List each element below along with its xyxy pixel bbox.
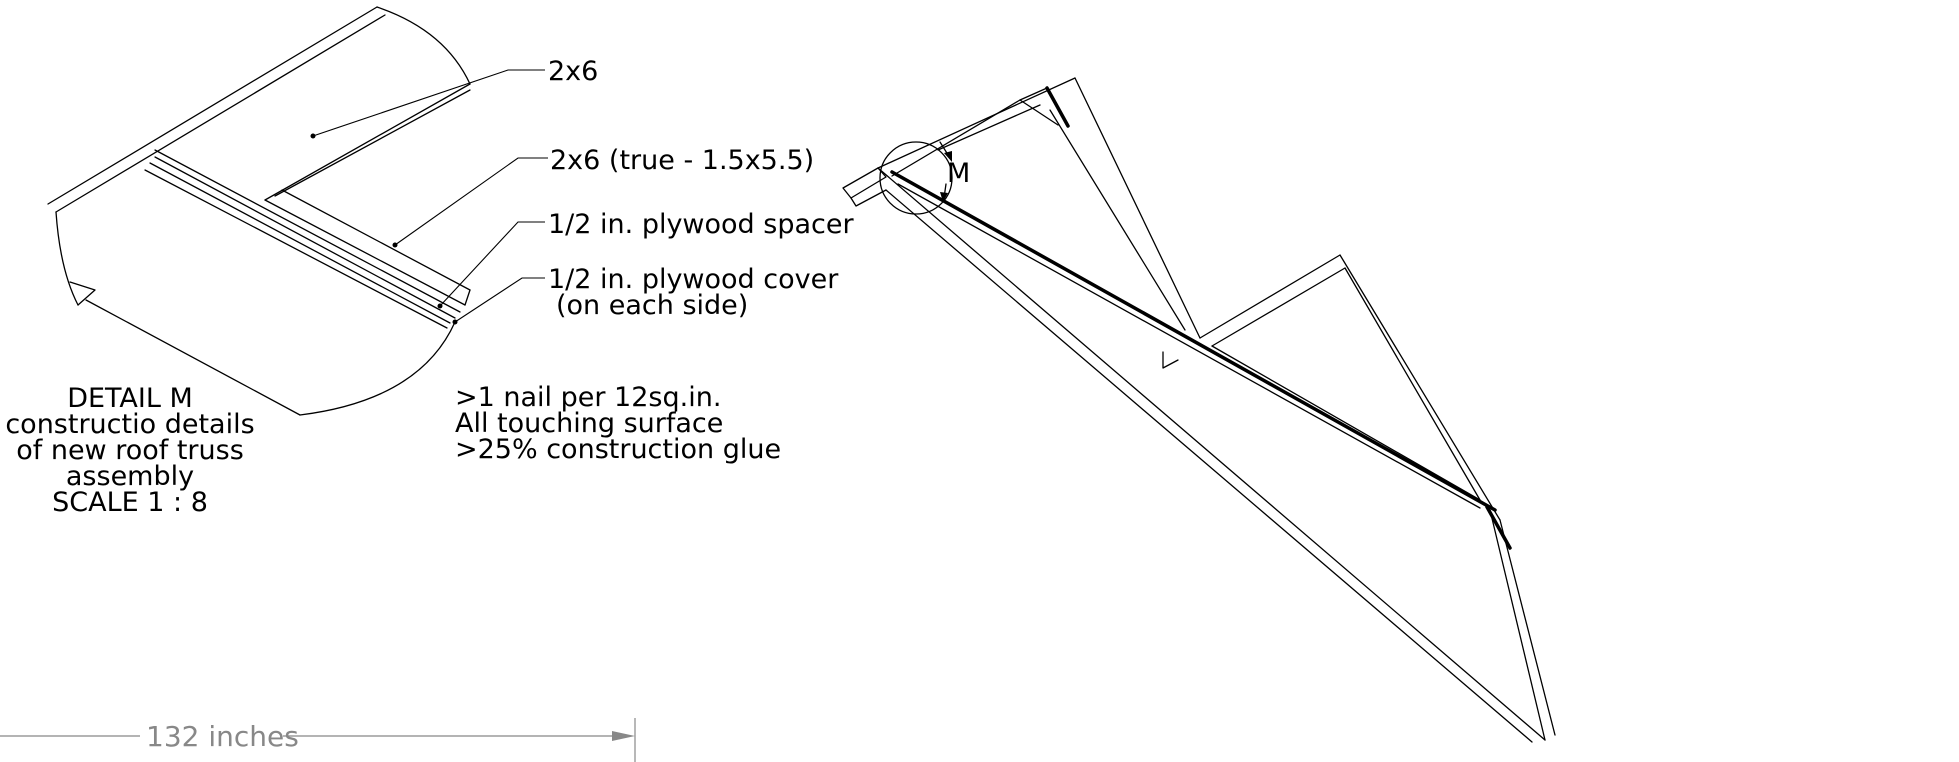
label-plywood-cover: 1/2 in. plywood cover <box>548 264 839 295</box>
plywood-layer-2 <box>154 156 456 319</box>
truss-overhang <box>842 167 887 199</box>
truss-end-2 <box>1489 509 1546 741</box>
web-2-inner <box>1344 267 1481 501</box>
bottom-chord-lower <box>885 189 1533 743</box>
plywood-layer-4 <box>144 169 448 329</box>
detail-arc-right <box>376 6 471 85</box>
leader-true-2x6 <box>394 157 548 246</box>
true-2x6-bottom <box>281 189 471 291</box>
bottom-bracket <box>1162 351 1179 369</box>
true-2x6-end <box>464 289 471 306</box>
caption-line-5: SCALE 1 : 8 <box>52 487 208 518</box>
web-2-base <box>1211 345 1481 501</box>
true-2x6-top <box>264 199 466 306</box>
web-1-inner <box>1049 109 1186 331</box>
detail-circle <box>879 141 953 215</box>
caption-line-1: DETAIL M <box>67 383 193 414</box>
plywood-layer-1 <box>154 149 461 313</box>
top-chord-upper-3 <box>937 104 1041 151</box>
caption-line-3: of new roof truss <box>16 435 244 466</box>
detail-member-edge <box>264 83 471 201</box>
label-2x6-true: 2x6 (true - 1.5x5.5) <box>550 145 814 176</box>
detail-arc-left <box>55 211 79 306</box>
top-chord-mid-2 <box>1211 267 1346 347</box>
dimension-text: 132 inches <box>146 720 299 753</box>
detail-member-edge-b <box>274 89 471 197</box>
top-chord-upper-2 <box>891 99 1021 177</box>
web-1-thick <box>1045 86 1070 128</box>
leader-2x6 <box>312 69 545 137</box>
bottom-chord-top <box>877 167 1546 741</box>
caption-line-4: assembly <box>66 461 194 492</box>
detail-m-view: 2x6 2x6 (true - 1.5x5.5) 1/2 in. plywood… <box>5 6 854 518</box>
web-1-outer <box>1074 77 1201 339</box>
label-plywood-spacer: 1/2 in. plywood spacer <box>548 209 854 240</box>
detail-top-edge <box>47 6 378 205</box>
note-line-2: All touching surface <box>455 408 723 439</box>
plywood-layer-3 <box>149 162 451 324</box>
bottom-chord-thick <box>890 170 1497 512</box>
detail-top-edge-inner <box>55 14 386 213</box>
dimension-line: 132 inches <box>0 718 636 762</box>
top-chord-upper-1 <box>877 77 1076 169</box>
truss-overhang-foot <box>850 189 887 207</box>
top-chord-mid-1 <box>1199 254 1341 339</box>
detail-arc-bottom <box>299 321 456 416</box>
truss-end-thick <box>1485 505 1512 550</box>
leader-spacer <box>439 221 545 307</box>
truss-view: M <box>842 77 1556 743</box>
dimension-arrow-right <box>612 731 635 741</box>
web-1-joint <box>1019 99 1059 126</box>
caption-line-2: constructio details <box>5 409 254 440</box>
marker-arrowhead-2 <box>940 192 948 202</box>
note-line-3: >25% construction glue <box>455 434 781 465</box>
marker-arrowhead-1 <box>944 151 952 162</box>
detail-notch <box>69 281 96 306</box>
detail-bottom-edge <box>85 299 301 416</box>
web-2-outer <box>1339 254 1501 521</box>
web-1-short <box>1019 87 1048 101</box>
note-line-1: >1 nail per 12sq.in. <box>455 382 721 413</box>
truss-end-1 <box>1499 519 1556 736</box>
detail-marker-m: M <box>947 158 970 189</box>
bottom-chord-inner <box>897 183 1481 509</box>
leader-cover <box>454 277 545 323</box>
label-plywood-cover-note: (on each side) <box>556 290 748 321</box>
label-2x6: 2x6 <box>548 56 598 87</box>
